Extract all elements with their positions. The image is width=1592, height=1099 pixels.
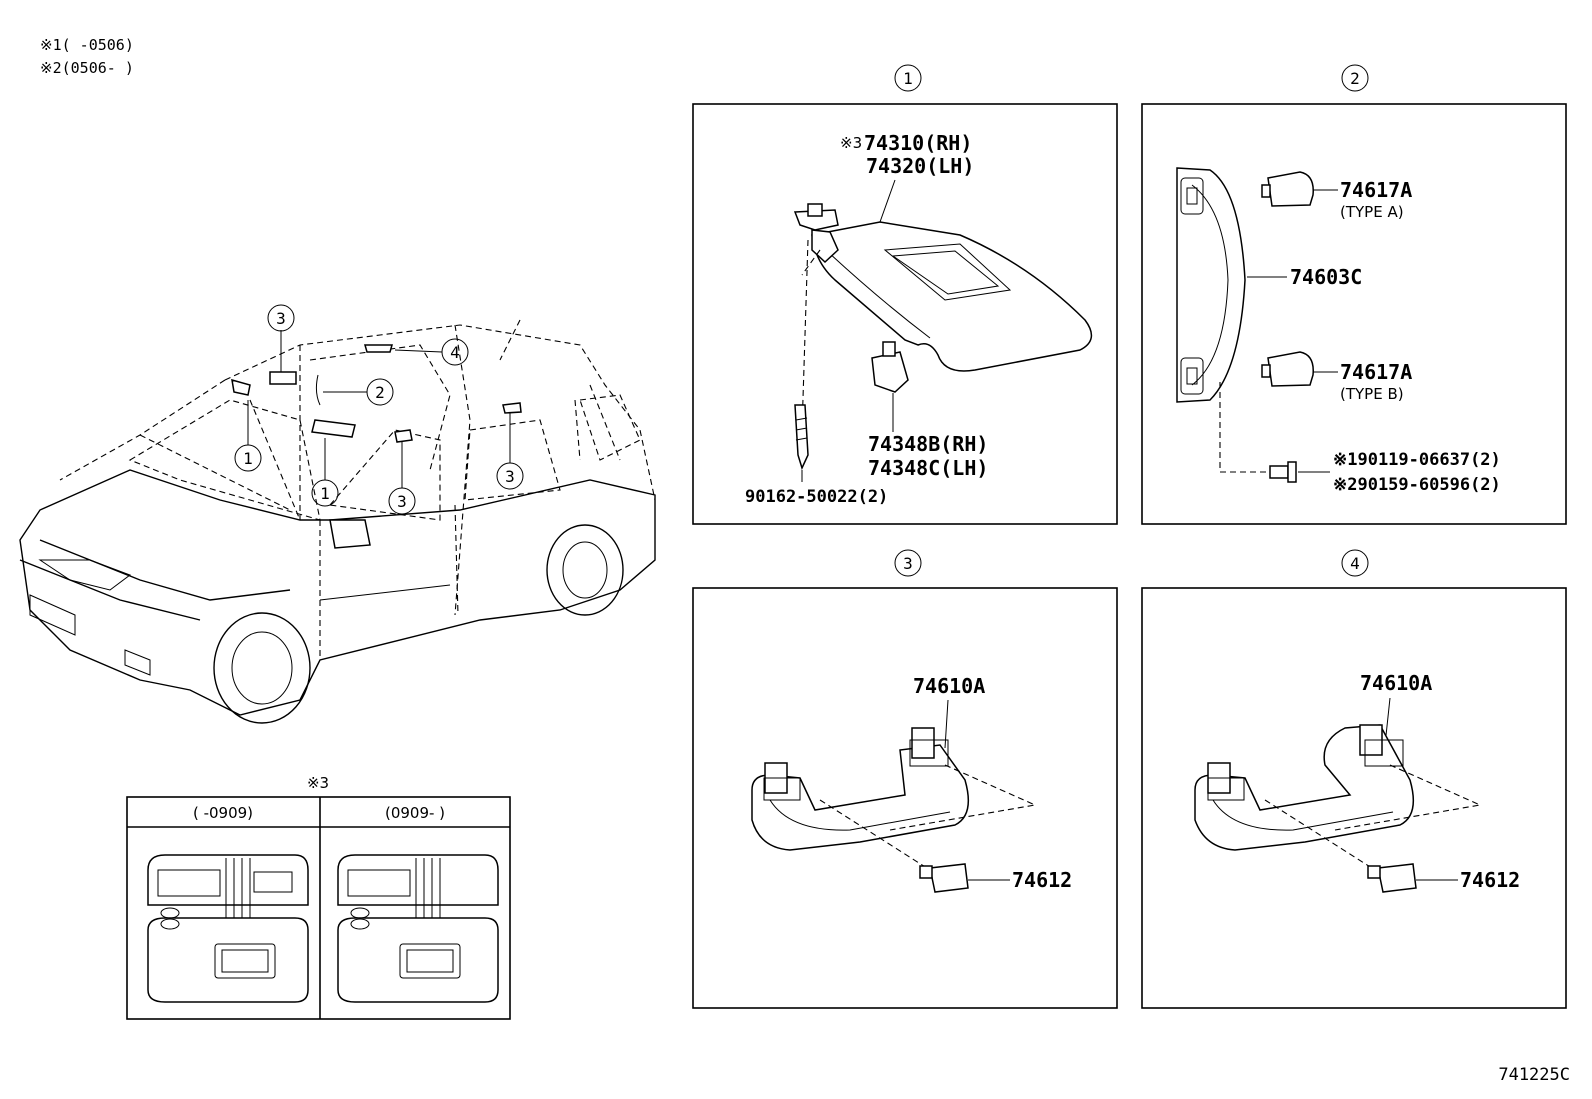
vehicle-callouts: 3 4 2 1 1 3 3 [234,304,524,515]
panel2-ref: 2 [1350,69,1360,88]
diagram-code: 741225C [1498,1065,1570,1085]
panel-1: 1 ※3 74310(RH) 74320(LH) 90162-50022(2) … [692,64,1118,525]
variant-col2: (0909- ) [385,804,445,822]
cap-b-label: 74617A [1340,360,1412,384]
variants-table: ※3 ( -0909) (0909- ) [126,774,511,1020]
panel3-ref: 3 [903,554,913,573]
visor-variant-1 [147,854,309,1003]
cap-a-type: (TYPE A) [1340,203,1404,221]
panel1-prefix: ※3 [840,134,862,152]
panel1-ref: 1 [903,69,913,88]
panel4-cap-label: 74612 [1460,868,1520,892]
vehicle-illustration [19,319,656,724]
panel-4: 4 74610A 74612 [1141,549,1567,1009]
visor-lh-label: 74320(LH) [866,154,974,178]
visor-variant-2 [337,854,499,1003]
callout-3a: 3 [276,309,286,328]
cap-a-label: 74617A [1340,178,1412,202]
panel4-grip-label: 74610A [1360,671,1432,695]
callout-3c: 3 [505,467,515,486]
panel4-ref: 4 [1350,554,1360,573]
screw2-label: ※290159-60596(2) [1333,475,1501,495]
callout-2: 2 [375,383,385,402]
variants-title: ※3 [307,774,329,792]
screw1-label: ※190119-06637(2) [1333,450,1501,470]
note-2: ※2(0506- ) [40,59,134,77]
callout-1b: 1 [320,484,330,503]
note-1: ※1( -0506) [40,36,134,54]
screw-label: 90162-50022(2) [745,487,888,507]
panel-2: 2 74603C 74617A (TYPE A) 74617A (TYPE B)… [1141,64,1567,525]
holder-lh-label: 74348C(LH) [868,456,988,480]
callout-3b: 3 [397,492,407,511]
panel-3: 3 74610A 74612 [692,549,1118,1009]
callout-1a: 1 [243,449,253,468]
holder-rh-label: 74348B(RH) [868,432,988,456]
grip-label: 74603C [1290,265,1362,289]
panel3-cap-label: 74612 [1012,868,1072,892]
variant-col1: ( -0909) [193,804,253,822]
visor-rh-label: 74310(RH) [864,131,972,155]
cap-b-type: (TYPE B) [1340,385,1404,403]
panel3-grip-label: 74610A [913,674,985,698]
callout-4: 4 [450,343,460,362]
